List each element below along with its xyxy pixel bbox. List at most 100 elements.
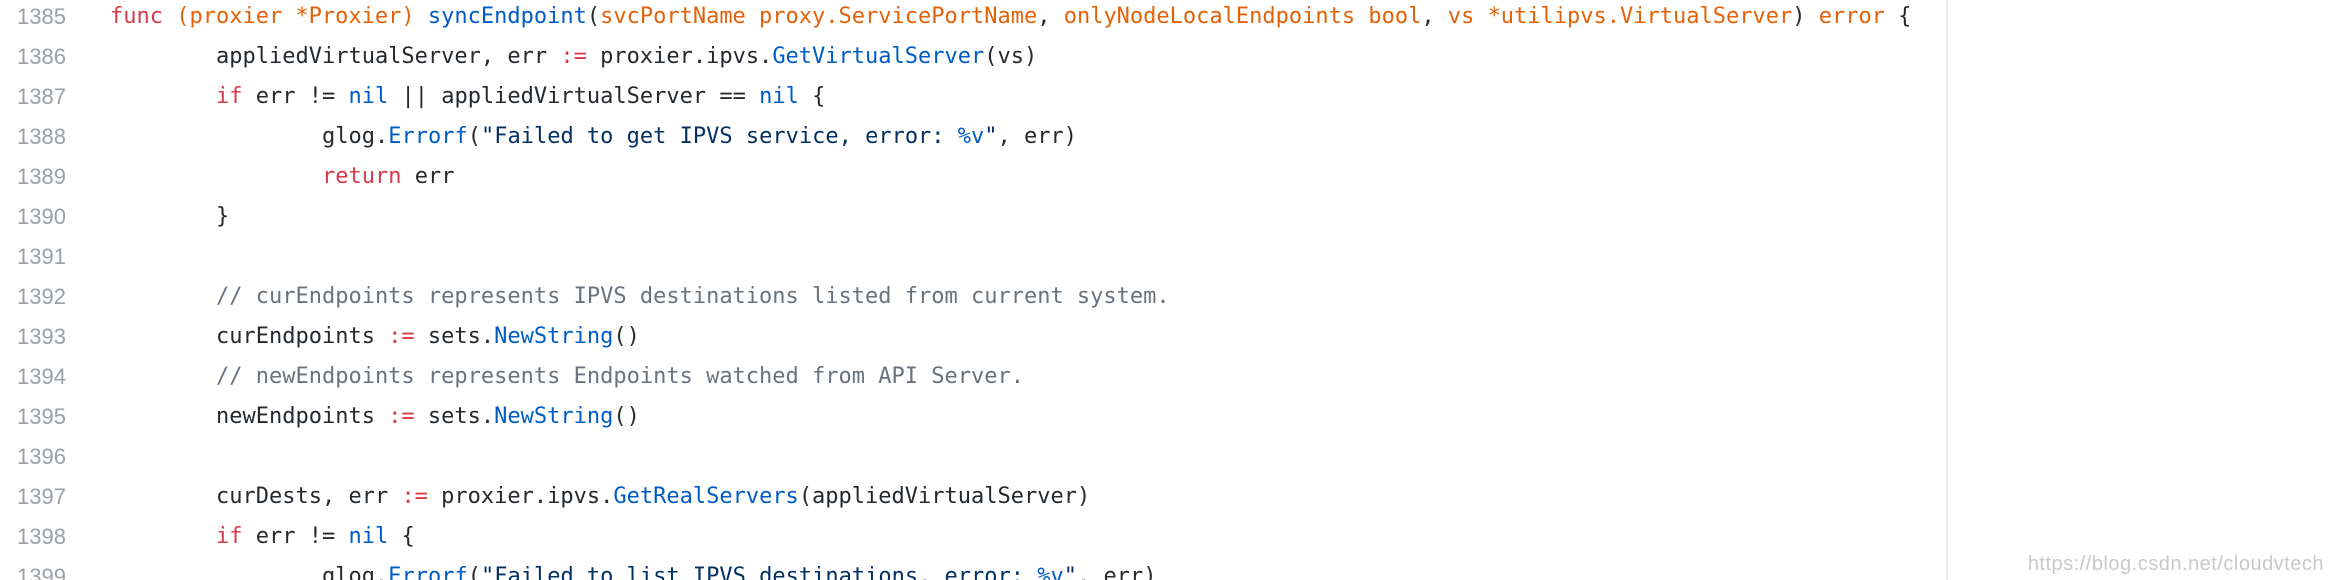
- code-text: }: [216, 200, 229, 234]
- code-token: (: [586, 4, 601, 29]
- code-token: sets.: [414, 324, 495, 349]
- code-token: (): [613, 404, 640, 429]
- code-line: 1396: [0, 440, 2334, 480]
- code-token: ": [1063, 564, 1078, 580]
- code-token: [415, 4, 428, 29]
- code-token: vs *utilipvs.VirtualServer: [1447, 4, 1793, 29]
- line-number: 1395: [17, 404, 66, 429]
- code-token: sets.: [414, 404, 495, 429]
- code-line: 1387 if err != nil || appliedVirtualServe…: [0, 80, 2334, 120]
- code-line: 1395 newEndpoints := sets.NewString(): [0, 400, 2334, 440]
- code-token: (: [467, 124, 481, 149]
- line-number: 1385: [17, 4, 66, 29]
- code-text: if err != nil || appliedVirtualServer ==…: [216, 80, 825, 114]
- watermark: https://blog.csdn.net/cloudvtech: [2027, 553, 2324, 575]
- line-number: 1391: [17, 244, 66, 269]
- line-number: 1387: [17, 84, 66, 109]
- code-token: Errorf: [388, 564, 468, 580]
- code-token: :=: [560, 44, 587, 69]
- line-number: 1388: [17, 124, 66, 149]
- code-token: glog.: [322, 124, 389, 149]
- line-number: 1386: [17, 44, 66, 69]
- code-line: 1386 appliedVirtualServer, err := proxier…: [0, 40, 2334, 80]
- code-token: curEndpoints: [216, 324, 389, 349]
- code-token: nil: [348, 524, 389, 549]
- code-token: (appliedVirtualServer): [798, 484, 1091, 509]
- code-text: func (proxier *Proxier) syncEndpoint(svc…: [110, 0, 1911, 34]
- code-token: %v: [1037, 564, 1064, 580]
- code-token: glog.: [322, 564, 389, 580]
- code-token: %v: [957, 124, 985, 149]
- code-token: "Failed to get IPVS service, error:: [480, 124, 958, 149]
- line-number: 1397: [17, 484, 66, 509]
- code-line: 1391: [0, 240, 2334, 280]
- code-token: err: [401, 164, 455, 189]
- code-text: curDests, err := proxier.ipvs.GetRealSer…: [216, 480, 1090, 514]
- code-token: , err): [1077, 564, 1157, 580]
- code-token: syncEndpoint: [427, 4, 587, 29]
- line-number: 1390: [17, 204, 66, 229]
- code-token: GetVirtualServer: [772, 44, 985, 69]
- code-token: nil: [759, 84, 799, 109]
- code-token: error: [1818, 4, 1885, 29]
- code-token: }: [216, 204, 230, 229]
- code-token: {: [388, 524, 415, 549]
- code-token: Errorf: [388, 124, 468, 149]
- code-text: curEndpoints := sets.NewString(): [216, 320, 640, 354]
- code-line: 1397 curDests, err := proxier.ipvs.GetRea…: [0, 480, 2334, 520]
- code-text: if err != nil {: [216, 520, 415, 554]
- code-text: newEndpoints := sets.NewString(): [216, 400, 640, 434]
- code-token: nil: [348, 84, 389, 109]
- code-text: appliedVirtualServer, err := proxier.ipv…: [216, 40, 1037, 74]
- code-token: proxier.ipvs.: [586, 44, 773, 69]
- code-token: :=: [388, 324, 415, 349]
- code-token: ,: [1037, 4, 1064, 29]
- code-text: // curEndpoints represents IPVS destinat…: [216, 280, 1170, 314]
- line-number: 1389: [17, 164, 66, 189]
- code-token: (: [467, 564, 481, 580]
- line-number: 1393: [17, 324, 66, 349]
- code-text: return err: [322, 160, 454, 194]
- line-number: 1394: [17, 364, 66, 389]
- code-token: NewString: [494, 404, 614, 429]
- code-text: // newEndpoints represents Endpoints wat…: [216, 360, 1024, 394]
- code-token: proxier.ipvs.: [427, 484, 614, 509]
- code-token: NewString: [494, 324, 614, 349]
- code-token: // newEndpoints represents Endpoints wat…: [216, 364, 1024, 389]
- code-text: glog.Errorf("Failed to list IPVS destina…: [322, 560, 1157, 580]
- code-token: // curEndpoints represents IPVS destinat…: [216, 284, 1170, 309]
- code-token: newEndpoints: [216, 404, 389, 429]
- code-line: 1389 return err: [0, 160, 2334, 200]
- code-line: 1392 // curEndpoints represents IPVS dest…: [0, 280, 2334, 320]
- code-token: , err): [997, 124, 1078, 149]
- code-token: (vs): [984, 44, 1038, 69]
- line-number: 1399: [17, 564, 66, 580]
- code-token: {: [1884, 4, 1912, 29]
- code-text: glog.Errorf("Failed to get IPVS service,…: [322, 120, 1077, 154]
- code-line: 1399 glog.Errorf("Failed to list IPVS des…: [0, 560, 2334, 580]
- code-token: func: [110, 4, 163, 29]
- code-token: [163, 4, 176, 29]
- code-token: {: [798, 84, 826, 109]
- right-margin-rule: [1946, 0, 1948, 580]
- code-token: :=: [401, 484, 428, 509]
- code-token: (): [613, 324, 640, 349]
- line-number: 1398: [17, 524, 66, 549]
- code-line: 1398 if err != nil {: [0, 520, 2334, 560]
- code-token: || appliedVirtualServer ==: [388, 84, 760, 109]
- code-token: GetRealServers: [613, 484, 799, 509]
- code-token: if: [216, 84, 243, 109]
- code-token: ): [1792, 4, 1819, 29]
- code-token: onlyNodeLocalEndpoints bool: [1063, 4, 1422, 29]
- code-token: "Failed to list IPVS destinations, error…: [480, 564, 1038, 580]
- code-line: 1393 curEndpoints := sets.NewString(): [0, 320, 2334, 360]
- line-number: 1392: [17, 284, 66, 309]
- code-token: curDests, err: [216, 484, 402, 509]
- code-line: 1394 // newEndpoints represents Endpoints…: [0, 360, 2334, 400]
- code-token: svcPortName proxy.ServicePortName: [600, 4, 1038, 29]
- code-line: 1385 func (proxier *Proxier) syncEndpoint…: [0, 0, 2334, 40]
- code-line: 1390}: [0, 200, 2334, 240]
- code-token: (proxier *Proxier): [176, 4, 415, 29]
- code-token: err !=: [242, 524, 349, 549]
